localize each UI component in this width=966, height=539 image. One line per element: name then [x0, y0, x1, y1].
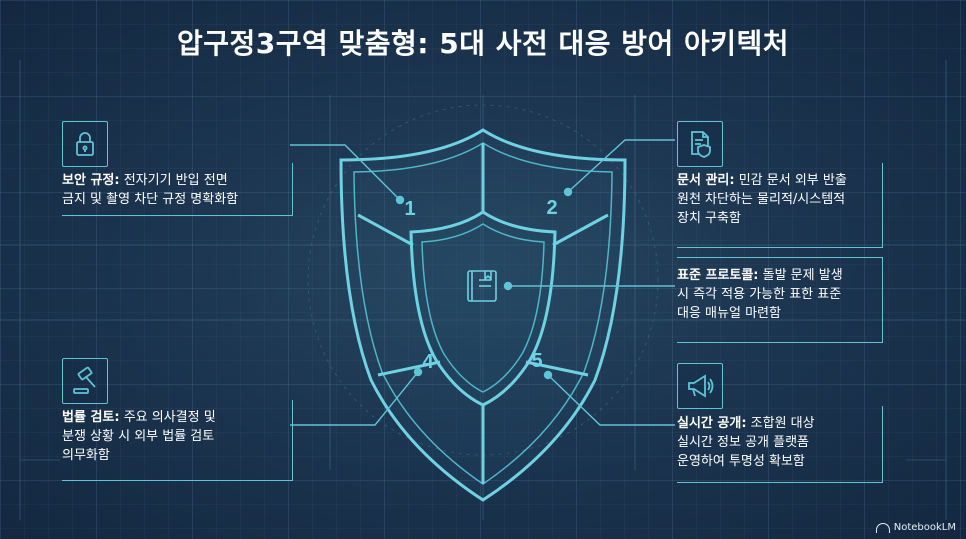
book-icon — [467, 270, 497, 302]
shield-number-5: 5 — [531, 350, 542, 372]
item-protocol-body-l2: 시 즉각 적용 가능한 표한 표준 — [677, 287, 842, 302]
item-realtime-body-l1: 조합원 대상 — [746, 416, 815, 431]
item-realtime-body-l2: 실시간 정보 공개 플랫폼 — [677, 435, 809, 450]
item-legal-body-l2: 분쟁 상황 시 외부 법률 검토 — [62, 429, 215, 444]
item-security-body-l2: 금지 및 촬영 차단 규정 명확화함 — [62, 192, 239, 207]
item-document-body-l1: 민감 문서 외부 반출 — [734, 173, 847, 188]
shield-number-4: 4 — [422, 351, 434, 373]
item-standard-protocol: 표준 프로토콜: 돌발 문제 발생 시 즉각 적용 가능한 표한 표준 대응 매… — [677, 257, 883, 343]
brand-watermark: NotebookLM — [875, 522, 956, 533]
item-legal-review: 법률 검토: 주요 의사결정 및 분쟁 상황 시 외부 법률 검토 의무화함 — [62, 400, 293, 481]
item-document-heading: 문서 관리: — [677, 173, 735, 188]
item-protocol-heading: 표준 프로토콜: — [677, 268, 759, 283]
item-realtime-heading: 실시간 공개: — [677, 416, 747, 431]
gavel-icon — [62, 358, 108, 404]
item-security-rules: 보안 규정: 전자기기 반입 전면 금지 및 촬영 차단 규정 명확화함 — [62, 163, 293, 216]
item-legal-body-l3: 의무화함 — [62, 448, 110, 463]
item-document-body-l2: 원천 차단하는 물리적/시스템적 — [677, 192, 846, 207]
page-title: 압구정3구역 맞춤형: 5대 사전 대응 방어 아키텍처 — [176, 27, 790, 60]
item-legal-body-l1: 주요 의사결정 및 — [119, 410, 216, 425]
brand-label: NotebookLM — [893, 522, 956, 533]
megaphone-icon — [677, 363, 723, 409]
lock-icon — [62, 121, 108, 167]
shield-number-1: 1 — [404, 198, 415, 220]
shield-number-2: 2 — [546, 197, 557, 219]
item-protocol-body-l1: 돌발 문제 발생 — [758, 268, 843, 283]
item-security-body-l1: 전자기기 반입 전면 — [119, 173, 228, 188]
item-protocol-body-l3: 대응 매뉴얼 마련함 — [677, 306, 781, 321]
item-document-body-l3: 장치 구축함 — [677, 211, 741, 226]
secure-document-icon — [677, 121, 723, 167]
item-security-heading: 보안 규정: — [62, 173, 120, 188]
notebooklm-logo-icon — [875, 522, 890, 533]
item-realtime-disclosure: 실시간 공개: 조합원 대상 실시간 정보 공개 플랫폼 운영하여 투명성 확보… — [677, 406, 883, 483]
item-legal-heading: 법률 검토: — [62, 410, 120, 425]
item-document-management: 문서 관리: 민감 문서 외부 반출 원천 차단하는 물리적/시스템적 장치 구… — [677, 163, 883, 248]
shield-outer — [339, 128, 627, 502]
item-realtime-body-l3: 운영하여 투명성 확보함 — [677, 454, 805, 469]
